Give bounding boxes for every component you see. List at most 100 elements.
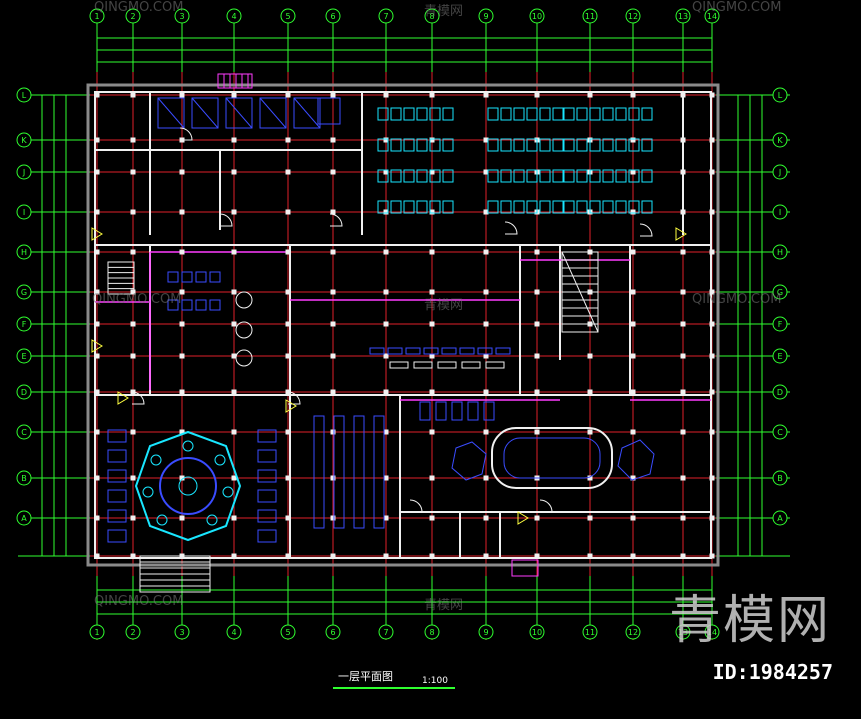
sofa-icon (107, 469, 127, 483)
seat-icon (416, 107, 428, 121)
axis-label-right: I (779, 208, 781, 217)
room-fixture-icon (191, 97, 219, 129)
column-icon (130, 475, 136, 481)
axis-bubble-icon (16, 87, 32, 103)
column-icon (383, 553, 389, 559)
seat-icon (576, 107, 588, 121)
column-icon (630, 553, 636, 559)
shelf-icon (419, 401, 431, 421)
column-icon (94, 515, 100, 521)
seat-icon (403, 107, 415, 121)
round-table-icon (206, 514, 218, 526)
seat-icon (526, 138, 538, 152)
sofa-icon (107, 509, 127, 523)
column-icon (285, 209, 291, 215)
column-icon (330, 389, 336, 395)
column-icon (330, 289, 336, 295)
column-icon (94, 169, 100, 175)
axis-label-left: I (23, 208, 25, 217)
column-icon (709, 321, 715, 327)
seat-icon (589, 107, 601, 121)
axis-bubble-icon (582, 8, 598, 24)
axis-label-bottom: 1 (94, 628, 99, 637)
column-icon (179, 321, 185, 327)
axis-label-top: 1 (94, 12, 99, 21)
column-icon (534, 92, 540, 98)
locker-icon (167, 271, 179, 283)
axis-bubble-icon (325, 624, 341, 640)
seat-icon (390, 200, 402, 214)
seat-icon (442, 200, 454, 214)
column-icon (429, 353, 435, 359)
column-icon (179, 209, 185, 215)
axis-bubble-icon (675, 624, 691, 640)
axis-label-bottom: 13 (678, 628, 688, 637)
column-icon (483, 475, 489, 481)
column-icon (680, 169, 686, 175)
axis-label-top: 9 (483, 12, 488, 21)
column-icon (483, 209, 489, 215)
column-icon (231, 209, 237, 215)
locker-icon (195, 299, 207, 311)
seat-icon (602, 200, 614, 214)
axis-bubble-icon (16, 384, 32, 400)
seat-icon (628, 138, 640, 152)
column-icon (630, 353, 636, 359)
column-icon (630, 209, 636, 215)
seat-icon (628, 169, 640, 183)
round-table-icon (142, 486, 154, 498)
column-icon (285, 92, 291, 98)
column-icon (483, 137, 489, 143)
seat-icon (487, 200, 499, 214)
sofa-icon (107, 429, 127, 443)
counter-icon (485, 361, 505, 369)
column-icon (383, 169, 389, 175)
axis-bubble-icon (529, 8, 545, 24)
column-icon (534, 321, 540, 327)
column-icon (231, 353, 237, 359)
column-icon (285, 137, 291, 143)
column-icon (630, 249, 636, 255)
shelf-icon (483, 401, 495, 421)
column-icon (680, 209, 686, 215)
axis-label-bottom: 9 (483, 628, 488, 637)
column-icon (383, 475, 389, 481)
column-icon (709, 249, 715, 255)
sofa-icon (107, 449, 127, 463)
seat-icon (539, 138, 551, 152)
column-icon (330, 137, 336, 143)
round-table-icon (222, 486, 234, 498)
column-icon (680, 389, 686, 395)
column-icon (534, 249, 540, 255)
watermark-site: QINGMO.COM (94, 0, 184, 15)
column-icon (383, 389, 389, 395)
axis-bubble-icon (772, 204, 788, 220)
axis-label-bottom: 14 (707, 628, 717, 637)
axis-bubble-icon (125, 624, 141, 640)
column-icon (709, 289, 715, 295)
watermark-site: QINGMO.COM (92, 292, 182, 307)
seat-icon (500, 138, 512, 152)
axis-bubble-icon (478, 8, 494, 24)
axis-label-bottom: 7 (383, 628, 388, 637)
column-icon (179, 515, 185, 521)
axis-label-left: C (21, 428, 27, 437)
column-icon (231, 137, 237, 143)
seat-icon (552, 138, 564, 152)
entrance-marker-icon (117, 391, 129, 405)
round-stage-center (178, 476, 198, 496)
axis-bubble-icon (704, 624, 720, 640)
axis-bubble-icon (16, 424, 32, 440)
entrance-marker-icon (675, 227, 687, 241)
seat-icon (513, 107, 525, 121)
column-icon (630, 289, 636, 295)
column-icon (285, 321, 291, 327)
axis-label-top: 2 (130, 12, 135, 21)
axis-label-right: D (777, 388, 783, 397)
axis-label-right: F (778, 320, 783, 329)
column-icon (179, 353, 185, 359)
column-icon (383, 249, 389, 255)
column-icon (630, 429, 636, 435)
column-icon (94, 353, 100, 359)
